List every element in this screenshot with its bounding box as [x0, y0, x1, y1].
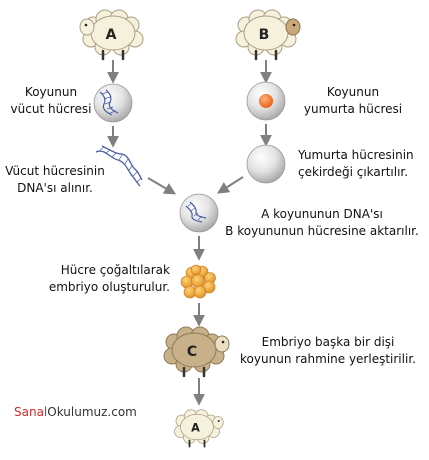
sheep-b-icon: B: [235, 9, 301, 61]
sheep-b-letter: B: [259, 27, 270, 43]
lamb-icon: A: [174, 409, 224, 448]
embryo-icon: [180, 264, 216, 299]
egg-cell-icon: [246, 81, 286, 121]
dna-strand-icon: [95, 145, 143, 187]
empty-egg-cell-icon: [246, 144, 286, 184]
sheep-a-letter: A: [106, 27, 117, 43]
sheep-c-letter: C: [187, 344, 197, 360]
brand-part-2: Okulumuz.com: [47, 405, 137, 419]
dna-transfer-label: A koyununun DNA'sı B koyununun hücresine…: [225, 207, 419, 238]
sheep-c-icon: C: [163, 326, 230, 378]
nucleus-icon: [259, 94, 273, 108]
implant-label: Embriyo başka bir dişi koyunun rahmine y…: [240, 335, 416, 366]
sheep-a-icon: A: [79, 9, 144, 61]
combined-cell-icon: [179, 193, 219, 233]
embryo-label: Hücre çoğaltılarak embriyo oluşturulur.: [48, 263, 170, 294]
flow-arrows: [107, 60, 272, 406]
arrow-empty-cell-to-transfer: [216, 176, 244, 194]
brand-logo: SanalOkulumuz.com: [14, 405, 137, 419]
brand-part-1: Sanal: [14, 405, 48, 419]
egg-cell-label: Koyunun yumurta hücresi: [303, 85, 403, 116]
dna-taken-label: Vücut hücresinin DNA'sı alınır.: [5, 164, 105, 195]
arrow-dna-to-transfer: [147, 177, 177, 195]
body-cell-icon: [93, 83, 133, 123]
lamb-letter: A: [191, 422, 200, 435]
nucleus-removed-label: Yumurta hücresinin çekirdeği çıkartılır.: [298, 148, 414, 179]
body-cell-label: Koyunun vücut hücresi: [10, 85, 92, 116]
